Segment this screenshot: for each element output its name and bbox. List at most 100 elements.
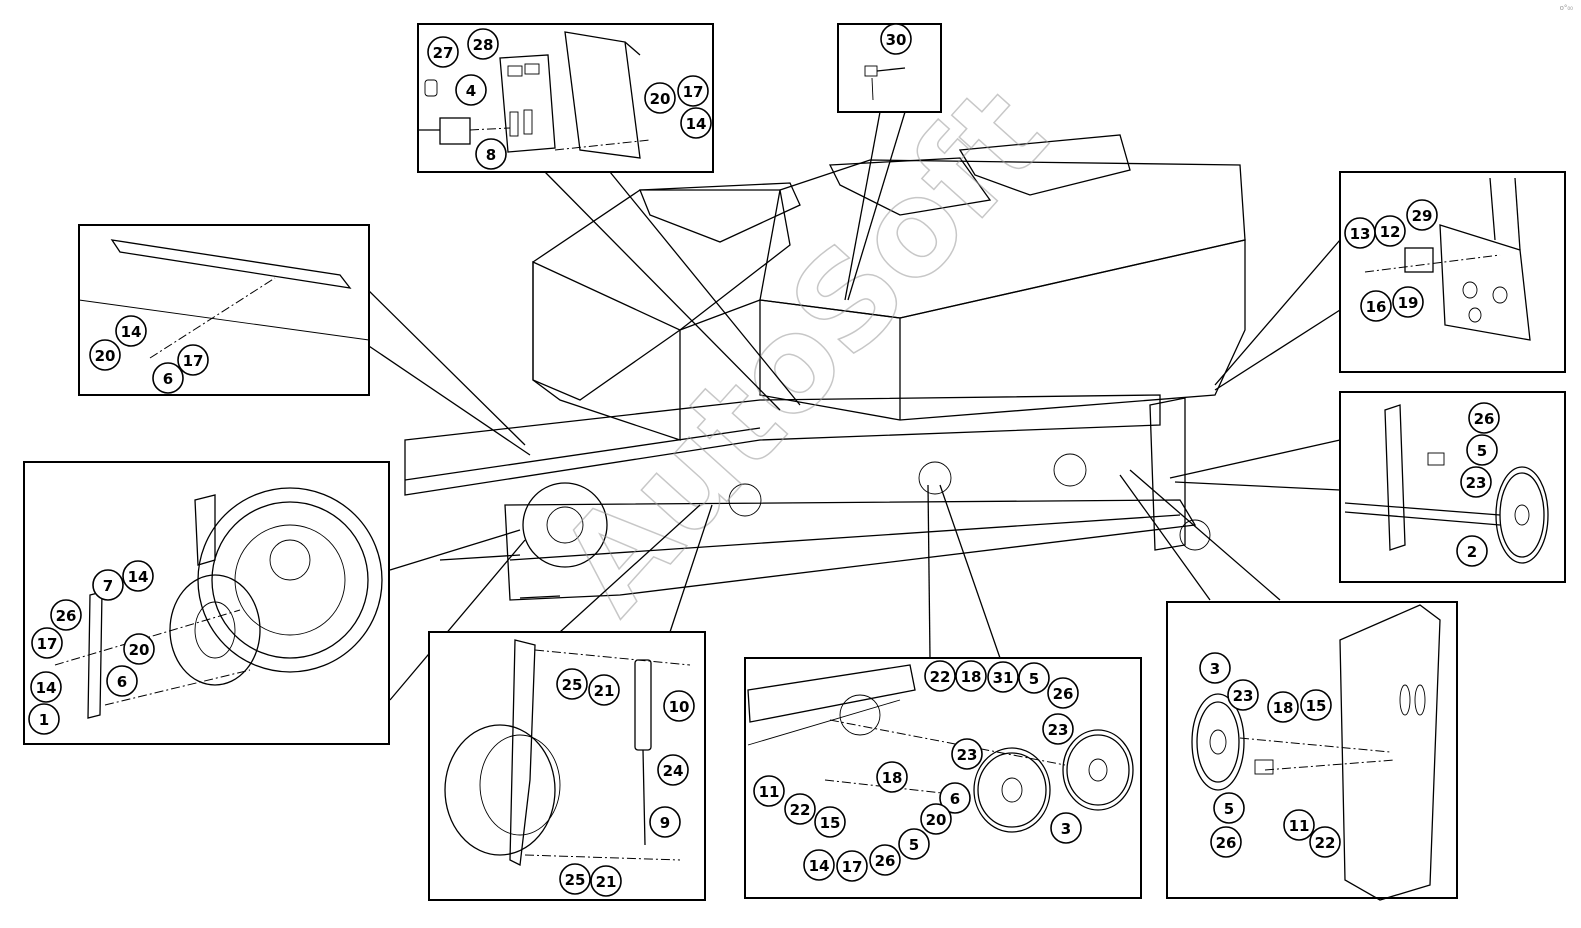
callout-number: 15 [820,814,841,832]
callout-circle [880,23,912,55]
callout-number: 23 [1233,687,1254,705]
callout-3: 3 [1199,652,1231,684]
callout-14: 14 [30,671,62,703]
callout-22: 22 [1309,826,1341,858]
callout-number: 2 [1467,543,1477,561]
detail-panel-relay [1339,171,1566,373]
callout-6: 6 [152,362,184,394]
callout-number: 12 [1380,223,1401,241]
callout-number: 25 [565,871,586,889]
callout-number: 17 [183,352,204,370]
callout-28: 28 [467,28,499,60]
callout-circle [1360,290,1392,322]
callout-number: 3 [1210,660,1220,678]
callout-number: 11 [759,783,780,801]
callout-23: 23 [1460,466,1492,498]
callout-number: 23 [1048,721,1069,739]
callout-circle [644,82,676,114]
callout-14: 14 [803,849,835,881]
callout-circle [869,844,901,876]
callout-number: 29 [1412,207,1433,225]
callout-23: 23 [951,738,983,770]
callout-6: 6 [939,782,971,814]
callout-number: 14 [686,115,707,133]
callout-17: 17 [677,75,709,107]
callout-10: 10 [663,690,695,722]
callout-number: 14 [809,857,830,875]
callout-23: 23 [1042,713,1074,745]
callout-circle [1460,466,1492,498]
callout-20: 20 [123,633,155,665]
callout-circle [467,28,499,60]
callout-number: 17 [683,83,704,101]
callout-23: 23 [1227,679,1259,711]
callout-circle [1468,402,1500,434]
callout-18: 18 [955,660,987,692]
callout-number: 20 [129,641,150,659]
callout-number: 15 [1306,697,1327,715]
callout-16: 16 [1360,290,1392,322]
callout-circle [115,315,147,347]
callout-number: 27 [433,44,454,62]
callout-circle [803,849,835,881]
callout-7: 7 [92,569,124,601]
callout-circle [28,703,60,735]
callout-17: 17 [836,850,868,882]
callout-circle [1047,677,1079,709]
callout-circle [951,738,983,770]
callout-2: 2 [1456,535,1488,567]
callout-number: 16 [1366,298,1387,316]
callout-circle [1050,812,1082,844]
callout-21: 21 [588,674,620,706]
callout-19: 19 [1392,286,1424,318]
callout-number: 17 [37,635,58,653]
callout-number: 24 [663,762,684,780]
callout-12: 12 [1374,215,1406,247]
callout-number: 14 [121,323,142,341]
callout-20: 20 [89,339,121,371]
callout-circle [559,863,591,895]
callout-26: 26 [50,599,82,631]
callout-circle [1456,535,1488,567]
callout-number: 5 [909,836,919,854]
callout-number: 11 [1289,817,1310,835]
callout-circle [152,362,184,394]
callout-14: 14 [115,315,147,347]
callout-circle [1267,691,1299,723]
callout-9: 9 [649,806,681,838]
callout-number: 23 [957,746,978,764]
callout-13: 13 [1344,217,1376,249]
callout-number: 5 [1029,670,1039,688]
callout-number: 3 [1061,820,1071,838]
callout-30: 30 [880,23,912,55]
detail-panel-drive-wheel [1339,391,1566,583]
callout-circle [939,782,971,814]
callout-circle [1042,713,1074,745]
callout-number: 26 [875,852,896,870]
callout-circle [1199,652,1231,684]
callout-circle [455,74,487,106]
callout-circle [590,865,622,897]
callout-27: 27 [427,36,459,68]
callout-number: 14 [128,568,149,586]
callout-15: 15 [1300,689,1332,721]
callout-circle [677,75,709,107]
callout-circle [663,690,695,722]
callout-circle [30,671,62,703]
callout-number: 10 [669,698,690,716]
callout-circle [1309,826,1341,858]
callout-circle [814,806,846,838]
detail-panel-fan [23,461,390,745]
callout-number: 26 [1216,834,1237,852]
callout-5: 5 [898,828,930,860]
callout-circle [657,754,689,786]
callout-circle [898,828,930,860]
callout-number: 5 [1224,800,1234,818]
callout-circle [89,339,121,371]
callout-17: 17 [177,344,209,376]
callout-number: 26 [56,607,77,625]
callout-3: 3 [1050,812,1082,844]
leader-lines [359,111,1341,701]
